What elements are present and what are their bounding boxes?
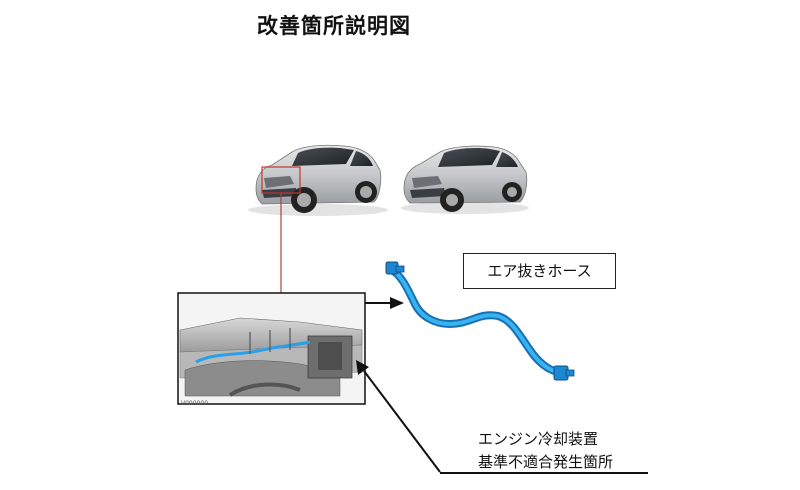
car-right-image bbox=[401, 145, 529, 214]
car-left-image bbox=[248, 144, 388, 216]
cause-note: エンジン冷却装置 基準不適合発生箇所 bbox=[478, 428, 613, 474]
engine-bay-detail-image bbox=[177, 292, 366, 405]
air-bleed-hose-callout: エア抜きホース bbox=[463, 253, 616, 289]
cause-note-line1: エンジン冷却装置 bbox=[478, 430, 599, 448]
air-bleed-hose-image bbox=[385, 261, 575, 381]
inset-code-label: V000000 bbox=[181, 400, 209, 407]
page-title: 改善箇所説明図 bbox=[257, 13, 411, 38]
cause-note-underline bbox=[440, 472, 648, 474]
inset-to-hose-arrow bbox=[365, 297, 404, 309]
cause-leader-arrow bbox=[356, 360, 441, 473]
cause-note-line2: 基準不適合発生箇所 bbox=[478, 453, 614, 471]
